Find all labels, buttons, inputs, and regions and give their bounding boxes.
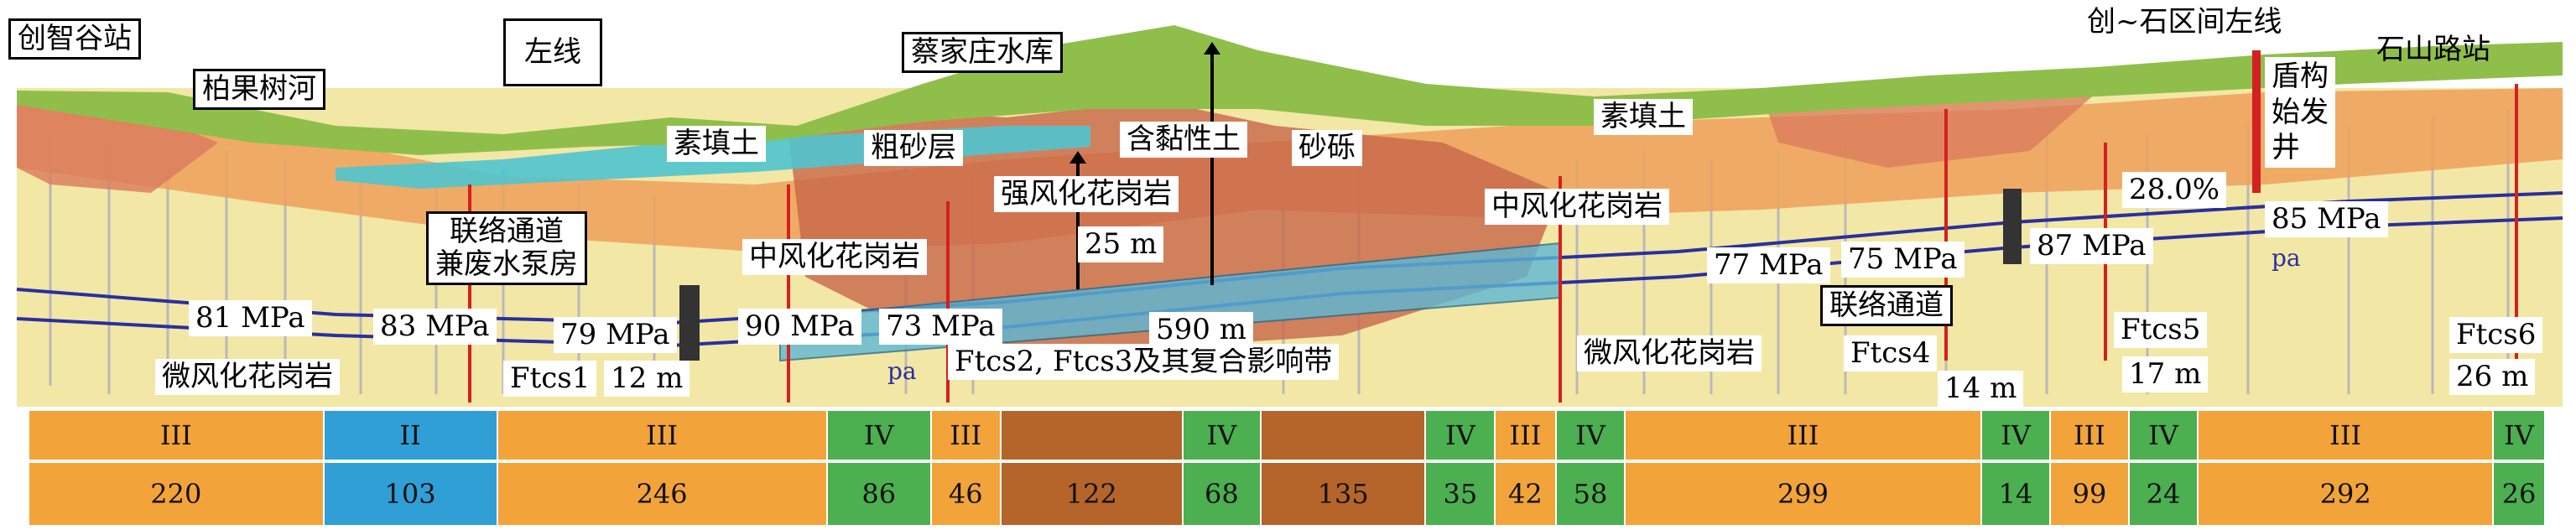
fault-zone-label: Ftcs2, Ftcs3及其复合影响带 — [948, 344, 1340, 381]
length-cell: 26 — [2493, 463, 2546, 525]
strength-label: 75 MPa — [1841, 242, 1965, 278]
mid-weathered-label-2: 中风化花岗岩 — [1485, 189, 1669, 226]
gravel-label: 砂砾 — [1292, 130, 1362, 167]
ftcs6-label: Ftcs6 — [2449, 317, 2543, 354]
arrow-head-up — [1204, 42, 1220, 55]
shaft-wall — [2252, 50, 2261, 193]
fill-label-2: 素填土 — [1594, 99, 1693, 136]
arrow-head-up — [1069, 151, 1086, 164]
length-cell: 292 — [2199, 463, 2494, 525]
length-cell: 58 — [1556, 463, 1626, 525]
weathered-pocket-left — [17, 96, 218, 193]
mid-weathered-label-1: 中风化花岗岩 — [742, 239, 927, 276]
depth-label: 26 m — [2449, 359, 2536, 396]
percent-label: 28.0% — [2122, 172, 2227, 209]
length-cell: 86 — [827, 463, 932, 525]
ftcs4-label: Ftcs4 — [1844, 335, 1938, 372]
grade-cell: IV — [2129, 411, 2199, 460]
connect-passage-label: 联络通道 — [1820, 285, 1953, 327]
reservoir-label: 蔡家庄水库 — [902, 32, 1063, 74]
grade-cell: III — [1496, 411, 1557, 460]
shaft-label: 盾构 始发 井 — [2265, 57, 2335, 168]
grade-cell: III — [931, 411, 1002, 460]
length-cell: 68 — [1183, 463, 1262, 525]
length-cell: 122 — [1001, 463, 1184, 525]
strength-label: 90 MPa — [738, 309, 861, 346]
depth-label: 12 m — [604, 361, 690, 398]
strength-label: 73 MPa — [879, 309, 1002, 346]
depth-label: 14 m — [1938, 371, 2024, 408]
grade-cell: IV — [2493, 411, 2546, 460]
line-label: 左线 — [503, 18, 602, 87]
slight-weathered-label-1: 微风化花岗岩 — [155, 359, 340, 396]
depth-label: 25 m — [1078, 226, 1164, 263]
grade-cell: IV — [1426, 411, 1496, 460]
grade-cell: III — [2199, 411, 2494, 460]
grade-cell: III — [29, 411, 325, 460]
depth-label: 17 m — [2122, 356, 2209, 393]
length-cell: 246 — [497, 463, 828, 525]
grade-cell: IV — [1183, 411, 1262, 460]
grade-cell: III — [2051, 411, 2130, 460]
ftcs5-label: Ftcs5 — [2114, 312, 2208, 349]
grade-cell: IV — [827, 411, 932, 460]
grade-cell: II — [324, 411, 498, 460]
strength-label: 77 MPa — [1707, 247, 1830, 284]
pa-label-1: pa — [887, 357, 917, 385]
length-cell: 14 — [1981, 463, 2052, 525]
connection-passage-1 — [679, 285, 700, 361]
grade-cell: IV — [1556, 411, 1626, 460]
pa-label-2: pa — [2272, 244, 2301, 272]
grade-cell: III — [497, 411, 828, 460]
strong-weathered-label: 强风化花岗岩 — [994, 176, 1179, 213]
strength-label: 83 MPa — [373, 309, 497, 346]
coarse-sand-label: 粗砂层 — [864, 130, 963, 167]
strength-label: 85 MPa — [2265, 201, 2388, 238]
fill-label-1: 素填土 — [667, 126, 766, 163]
clayey-soil-label: 含黏性土 — [1120, 122, 1247, 158]
station-left-label: 创智谷站 — [8, 18, 141, 60]
grade-cell: IV — [1981, 411, 2052, 460]
length-cell: 103 — [324, 463, 498, 525]
strength-label: 79 MPa — [554, 317, 677, 354]
section-label: 创~石区间左线 — [2087, 5, 2282, 39]
river-label: 柏果树河 — [193, 69, 325, 111]
grade-cell: III — [1626, 411, 1982, 460]
length-cell: 46 — [931, 463, 1002, 525]
grade-cell — [1001, 411, 1184, 460]
surface-fill-layer — [17, 25, 2563, 155]
length-cell: 99 — [2051, 463, 2130, 525]
grade-cell — [1261, 411, 1427, 460]
slight-weathered-label-2: 微风化花岗岩 — [1577, 335, 1762, 372]
length-cell: 42 — [1496, 463, 1557, 525]
length-cell: 35 — [1426, 463, 1496, 525]
length-cell: 299 — [1626, 463, 1982, 525]
connect-pump-label: 联络通道 兼废水泵房 — [426, 211, 587, 286]
depth-label: 590 m — [1149, 312, 1253, 349]
strength-label: 81 MPa — [189, 300, 312, 337]
connection-passage-2 — [2003, 189, 2022, 264]
ftcs1-label: Ftcs1 — [503, 361, 597, 398]
strength-label: 87 MPa — [2030, 228, 2153, 265]
length-cell: 135 — [1261, 463, 1427, 525]
length-cell: 220 — [29, 463, 325, 525]
station-right-label: 石山路站 — [2376, 33, 2490, 66]
length-cell: 24 — [2129, 463, 2199, 525]
